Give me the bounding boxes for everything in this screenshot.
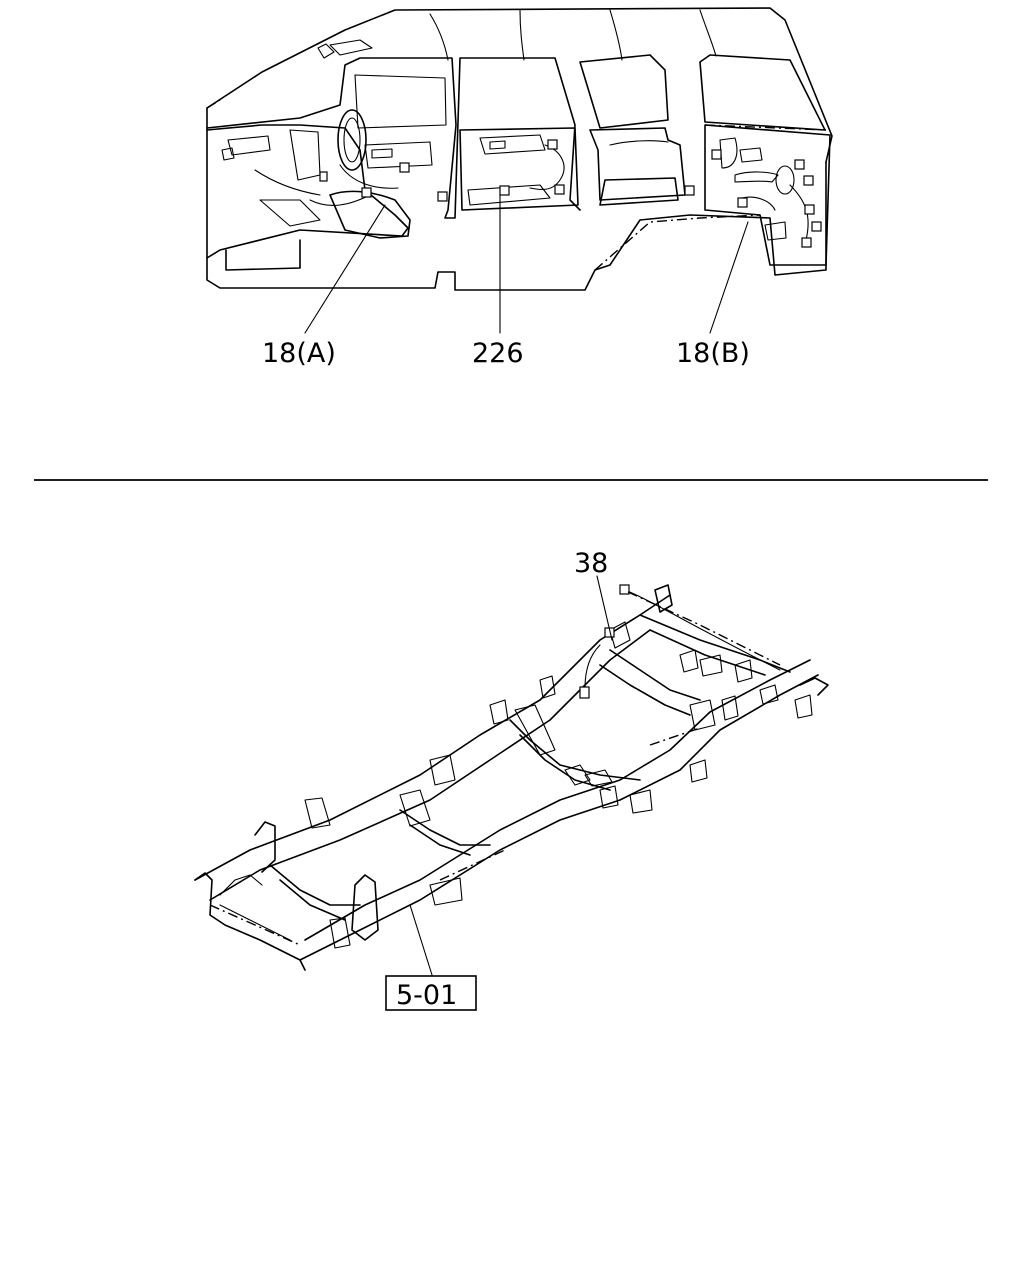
- callout-38: 38: [574, 548, 608, 579]
- callout-18a: 18(A): [262, 338, 336, 369]
- vehicle-interior-illustration: [206, 7, 833, 291]
- chassis-frame-illustration: [194, 584, 829, 971]
- reference-box-5-01: 5-01: [385, 975, 477, 1011]
- reference-label-5-01: 5-01: [396, 980, 457, 1011]
- leader-lines-top: [304, 194, 749, 334]
- leader-lines-bottom: [409, 575, 613, 976]
- callout-18b: 18(B): [676, 338, 750, 369]
- callout-226: 226: [472, 338, 524, 369]
